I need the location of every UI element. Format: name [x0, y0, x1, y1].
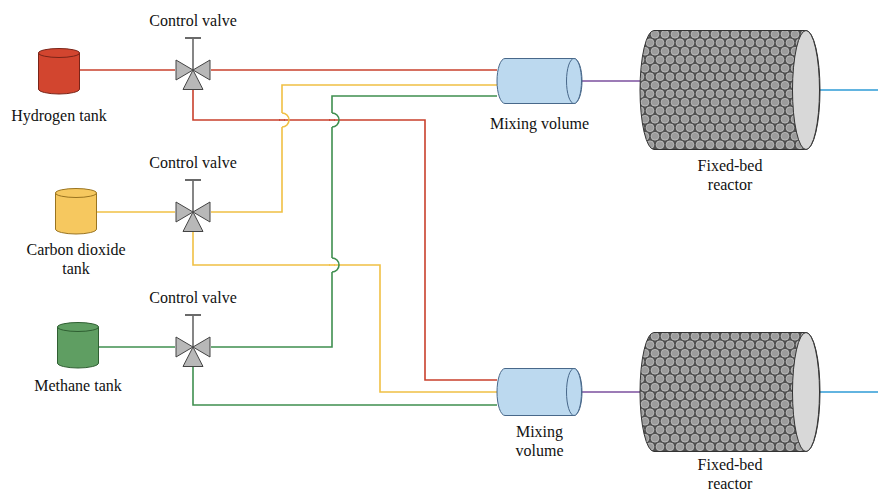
mix-symbol	[497, 58, 582, 104]
reactor-symbol	[640, 332, 820, 452]
component-label: Mixing volume	[505, 422, 575, 460]
component-label: Mixing volume	[490, 114, 589, 133]
cylinder-end	[793, 333, 820, 452]
pipe-crossover	[279, 113, 289, 127]
component-label: Carbon dioxide tank	[11, 240, 141, 278]
valve-symbol	[175, 178, 211, 232]
tank-top	[58, 323, 99, 332]
component-label: Fixed-bed reactor	[683, 156, 778, 194]
tank-symbol	[55, 188, 97, 234]
pipe-line	[193, 232, 497, 392]
methane-tank: Methane tank	[57, 322, 99, 368]
cylinder-end	[567, 369, 582, 416]
mix-symbol	[497, 368, 582, 416]
tank-symbol	[38, 48, 80, 94]
pipe-line	[211, 69, 497, 71]
fixed-bed-reactor: Fixed-bed reactor	[640, 30, 820, 150]
cylinder-end	[567, 59, 582, 104]
valve-symbol	[175, 313, 211, 367]
pipe-line	[193, 367, 497, 405]
valve-handle	[185, 37, 201, 39]
pipe-line	[99, 346, 175, 348]
mixing-volume: Mixing volume	[497, 58, 582, 104]
pipe-crossover	[329, 113, 339, 127]
outlet-pipe	[818, 89, 878, 91]
mixing-volume: Mixing volume	[497, 368, 582, 416]
control-valve: Control valve	[175, 313, 211, 367]
component-label: Methane tank	[34, 376, 122, 395]
valve-symbol	[175, 36, 211, 90]
mixing-body	[497, 59, 582, 104]
tank-body	[39, 53, 80, 94]
pipe-crossover	[329, 258, 339, 272]
valve-handle	[185, 179, 201, 181]
hydrogen-tank: Hydrogen tank	[38, 48, 80, 94]
reactor-bed	[640, 31, 820, 150]
valve-stem	[192, 39, 193, 70]
component-label: Control valve	[149, 153, 237, 172]
pipe-line	[582, 80, 640, 82]
component-label: Control valve	[149, 11, 237, 30]
reactor-symbol	[640, 30, 820, 150]
pipe-line	[97, 211, 175, 213]
reactor-bed	[640, 333, 820, 452]
outlet-pipe	[818, 391, 878, 393]
tank-top	[56, 189, 97, 198]
control-valve: Control valve	[175, 36, 211, 90]
tank-body	[58, 327, 99, 368]
mixing-body	[497, 369, 582, 416]
valve-stem	[192, 181, 193, 212]
tank-symbol	[57, 322, 99, 368]
tank-top	[39, 49, 80, 58]
pipe-line	[193, 90, 497, 380]
pipe-line	[211, 96, 497, 347]
valve-handle	[185, 314, 201, 316]
component-label: Fixed-bed reactor	[683, 455, 778, 493]
component-label: Hydrogen tank	[11, 106, 107, 125]
pipe-line	[211, 85, 497, 212]
cylinder-end	[793, 31, 820, 150]
valve-port	[183, 70, 203, 90]
tank-body	[56, 193, 97, 234]
pipe-line	[80, 69, 175, 71]
control-valve: Control valve	[175, 178, 211, 232]
component-label: Control valve	[149, 288, 237, 307]
valve-port	[183, 347, 203, 367]
pipe-line	[582, 391, 640, 393]
fixed-bed-reactor: Fixed-bed reactor	[640, 332, 820, 452]
carbon-dioxide-tank: Carbon dioxide tank	[55, 188, 97, 234]
valve-stem	[192, 316, 193, 347]
valve-port	[183, 212, 203, 232]
